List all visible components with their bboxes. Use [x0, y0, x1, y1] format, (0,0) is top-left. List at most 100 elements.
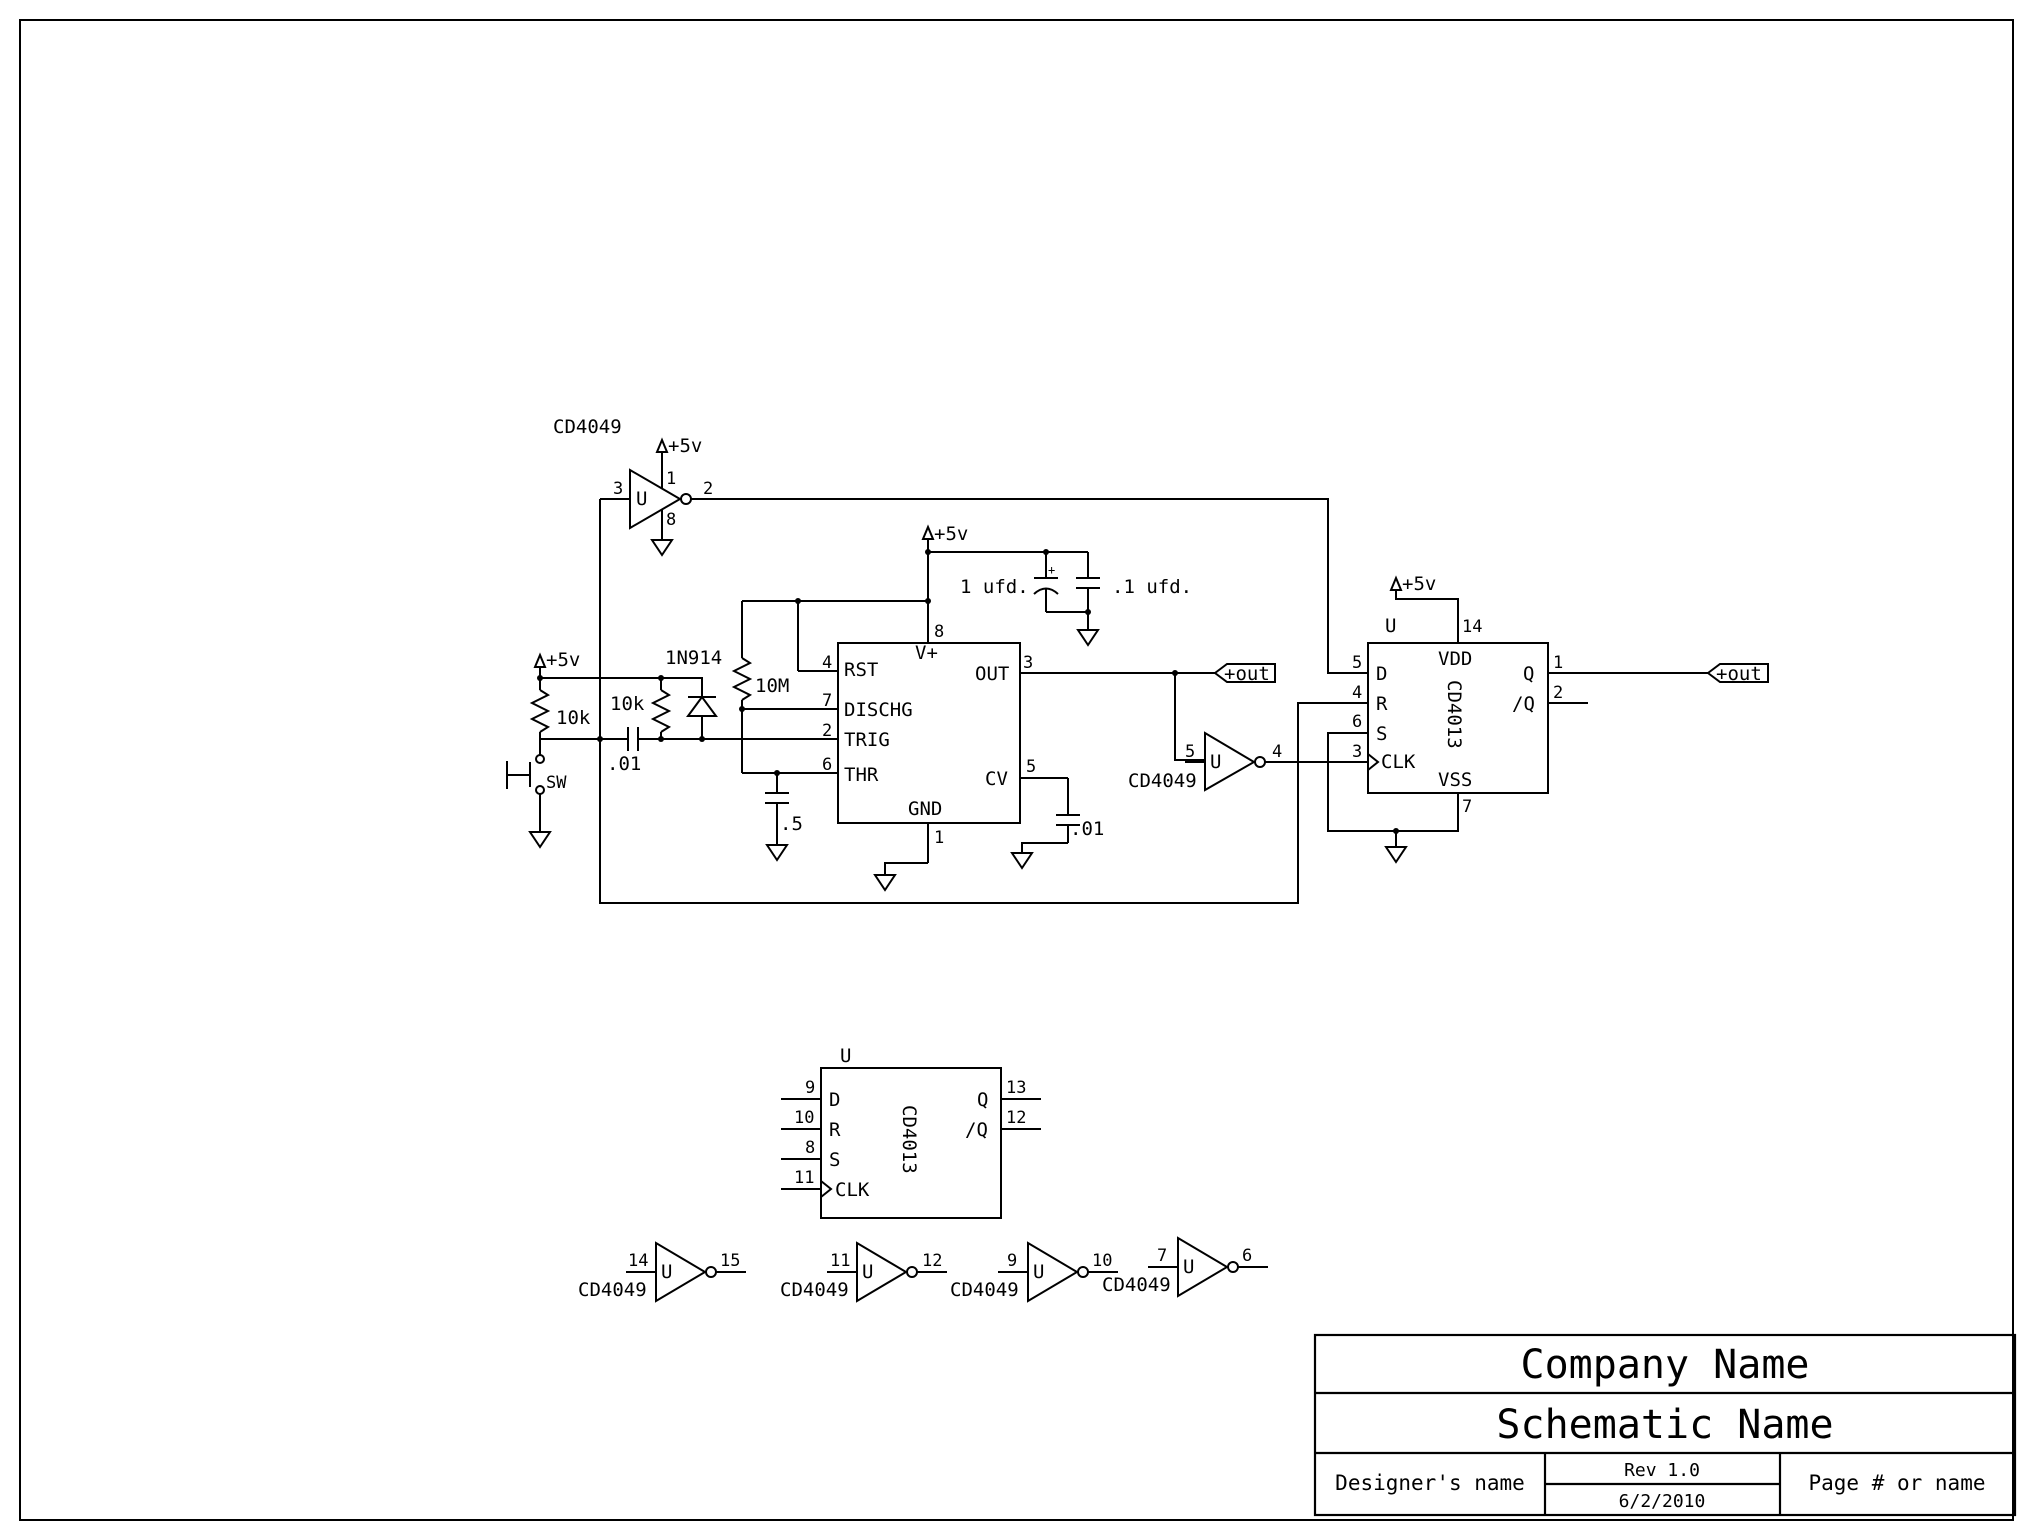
inverter-top-pin-out: 2	[703, 479, 713, 499]
spare-inverter-3: CD4049 U 9 10	[950, 1241, 1118, 1303]
wire-timer-gnd	[884, 862, 928, 875]
title-designer: Designer's name	[1335, 1471, 1525, 1495]
ff-main-pin-q: Q	[1523, 663, 1534, 685]
spare-inverter-2-pin-out: 12	[922, 1251, 942, 1271]
ff-main-pin-num-clk: 3	[1352, 742, 1362, 762]
ground-ff	[1384, 846, 1408, 864]
wire-inv-to-ff-d	[720, 498, 1368, 674]
cap-bulk-label: 1 ufd.	[960, 576, 1029, 598]
ff-main-pin-vdd: VDD	[1438, 648, 1472, 670]
ff-spare-pin-num-qbar: 12	[1006, 1108, 1026, 1128]
ff-spare-unit: U	[840, 1045, 851, 1067]
resistor-10m-label: 10M	[755, 675, 789, 697]
cap-bypass-label: .1 ufd.	[1112, 576, 1192, 598]
title-schematic: Schematic Name	[1496, 1402, 1833, 1448]
spare-inverter-2-pin-in: 11	[830, 1251, 850, 1271]
cap-coupling: .01	[540, 727, 702, 775]
ff-main-pin-num-vss: 7	[1462, 797, 1472, 817]
inverter-top-pin-in: 3	[613, 479, 623, 499]
ff-spare-pin-num-s: 8	[805, 1138, 815, 1158]
timer-pin-cv: CV	[985, 768, 1008, 790]
timer-pin-rst: RST	[844, 659, 878, 681]
timer-pin-vplus: V+	[915, 642, 938, 664]
ff-spare-pin-qbar: /Q	[965, 1119, 988, 1141]
timer-pin-num-gnd: 1	[934, 828, 944, 848]
timer-power-label: +5v	[934, 523, 968, 545]
timer-pin-gnd: GND	[908, 798, 942, 820]
page-border	[19, 19, 2014, 1521]
supply-input: +5v	[533, 649, 580, 681]
switch: SW	[506, 754, 567, 849]
spare-inverter-2-unit: U	[862, 1261, 873, 1283]
ff-spare-part: CD4013	[898, 1105, 920, 1174]
spare-inverter-1: CD4049 U 14 15	[578, 1241, 746, 1303]
timer-pin-thr: THR	[844, 764, 879, 786]
inverter-top-pin-gnd: 8	[666, 510, 676, 530]
ff-spare-pin-r: R	[829, 1119, 841, 1141]
ff-main-pin-num-vdd: 14	[1462, 617, 1482, 637]
timer-pin-num-out: 3	[1023, 653, 1033, 673]
flipflop-main: U CD4013 D R S CLK VDD VSS Q /Q 5 4 6 3 …	[1352, 615, 1563, 817]
wire-feedback-loop	[599, 499, 1368, 904]
inverter-top-pin-vdd: 1	[666, 469, 676, 489]
timer-pin-num-trig: 2	[822, 721, 832, 741]
ff-main-pin-num-d: 5	[1352, 653, 1362, 673]
net-label-out-1: +out	[1213, 663, 1276, 685]
ff-main-pin-num-qbar: 2	[1553, 683, 1563, 703]
wire-ff-s-loop	[1327, 732, 1459, 832]
wire-ff-vdd	[1395, 590, 1459, 643]
resistor-trig: 10k	[610, 678, 672, 742]
inverter-mid: CD4049 U 5 4	[1128, 731, 1282, 792]
timer-pin-num-cv: 5	[1026, 757, 1036, 777]
ff-main-pin-qbar: /Q	[1512, 693, 1535, 715]
spare-inverter-1-pin-out: 15	[720, 1251, 740, 1271]
spare-inverter-4-unit: U	[1183, 1256, 1194, 1278]
title-company: Company Name	[1521, 1342, 1810, 1388]
net-label-out-2: +out	[1706, 663, 1769, 685]
spare-inverter-3-unit: U	[1033, 1261, 1044, 1283]
ff-main-pin-r: R	[1376, 693, 1388, 715]
resistor-trig-label: 10k	[610, 693, 645, 715]
title-rev: Rev 1.0	[1624, 1460, 1700, 1481]
spare-inverter-4-pin-in: 7	[1157, 1246, 1167, 1266]
ff-spare-pin-q: Q	[977, 1089, 988, 1111]
timer-pin-num-rst: 4	[822, 653, 832, 673]
cap-timing-label: .5	[780, 813, 803, 835]
ff-spare-pin-num-r: 10	[794, 1108, 814, 1128]
ff-main-pin-num-q: 1	[1553, 653, 1563, 673]
ground-bypass	[1076, 629, 1100, 647]
cap-timing: .5	[765, 770, 803, 862]
cap-bypass: .1 ufd.	[1076, 552, 1192, 612]
timer-ic: RST DISCHG TRIG THR 4 7 2 6 OUT CV 3 5 V…	[702, 603, 1068, 863]
ff-main-unit: U	[1385, 615, 1396, 637]
diode: 1N914	[665, 647, 722, 742]
ground-timer	[873, 874, 897, 892]
spare-inverter-1-part: CD4049	[578, 1279, 647, 1301]
timer-pin-out: OUT	[975, 663, 1009, 685]
flipflop-spare: U CD4013 D R S CLK Q /Q 9 10 8 11 13 12	[781, 1045, 1041, 1219]
ff-spare-pin-num-q: 13	[1006, 1078, 1026, 1098]
inverter-top-unit: U	[636, 488, 647, 510]
spare-inverter-1-pin-in: 14	[628, 1251, 648, 1271]
spare-inverter-4: CD4049 U 7 6	[1102, 1236, 1268, 1298]
ff-power-label: +5v	[1402, 573, 1436, 595]
ff-main-pin-vss: VSS	[1438, 769, 1472, 791]
supply-timer: +5v	[921, 523, 968, 604]
inverter-top-part: CD4049	[553, 416, 622, 438]
ff-main-pin-num-r: 4	[1352, 683, 1362, 703]
ff-main-part: CD4013	[1443, 680, 1465, 749]
ff-spare-pin-clk: CLK	[835, 1179, 870, 1201]
ff-main-pin-num-s: 6	[1352, 712, 1362, 732]
ff-main-pin-clk: CLK	[1381, 751, 1416, 773]
cap-cv-label: .01	[1070, 818, 1104, 840]
spare-inverter-4-part: CD4049	[1102, 1274, 1171, 1296]
svg-text:+: +	[1048, 563, 1055, 577]
cap-cv: .01	[1010, 778, 1104, 870]
spare-inverter-3-pin-out: 10	[1092, 1251, 1112, 1271]
ff-spare-pin-num-clk: 11	[794, 1168, 814, 1188]
input-power-label: +5v	[546, 649, 580, 671]
title-date: 6/2/2010	[1619, 1491, 1706, 1512]
inverter-mid-part: CD4049	[1128, 770, 1197, 792]
timer-pin-dischg: DISCHG	[844, 699, 913, 721]
resistor-pullup-label: 10k	[556, 707, 591, 729]
